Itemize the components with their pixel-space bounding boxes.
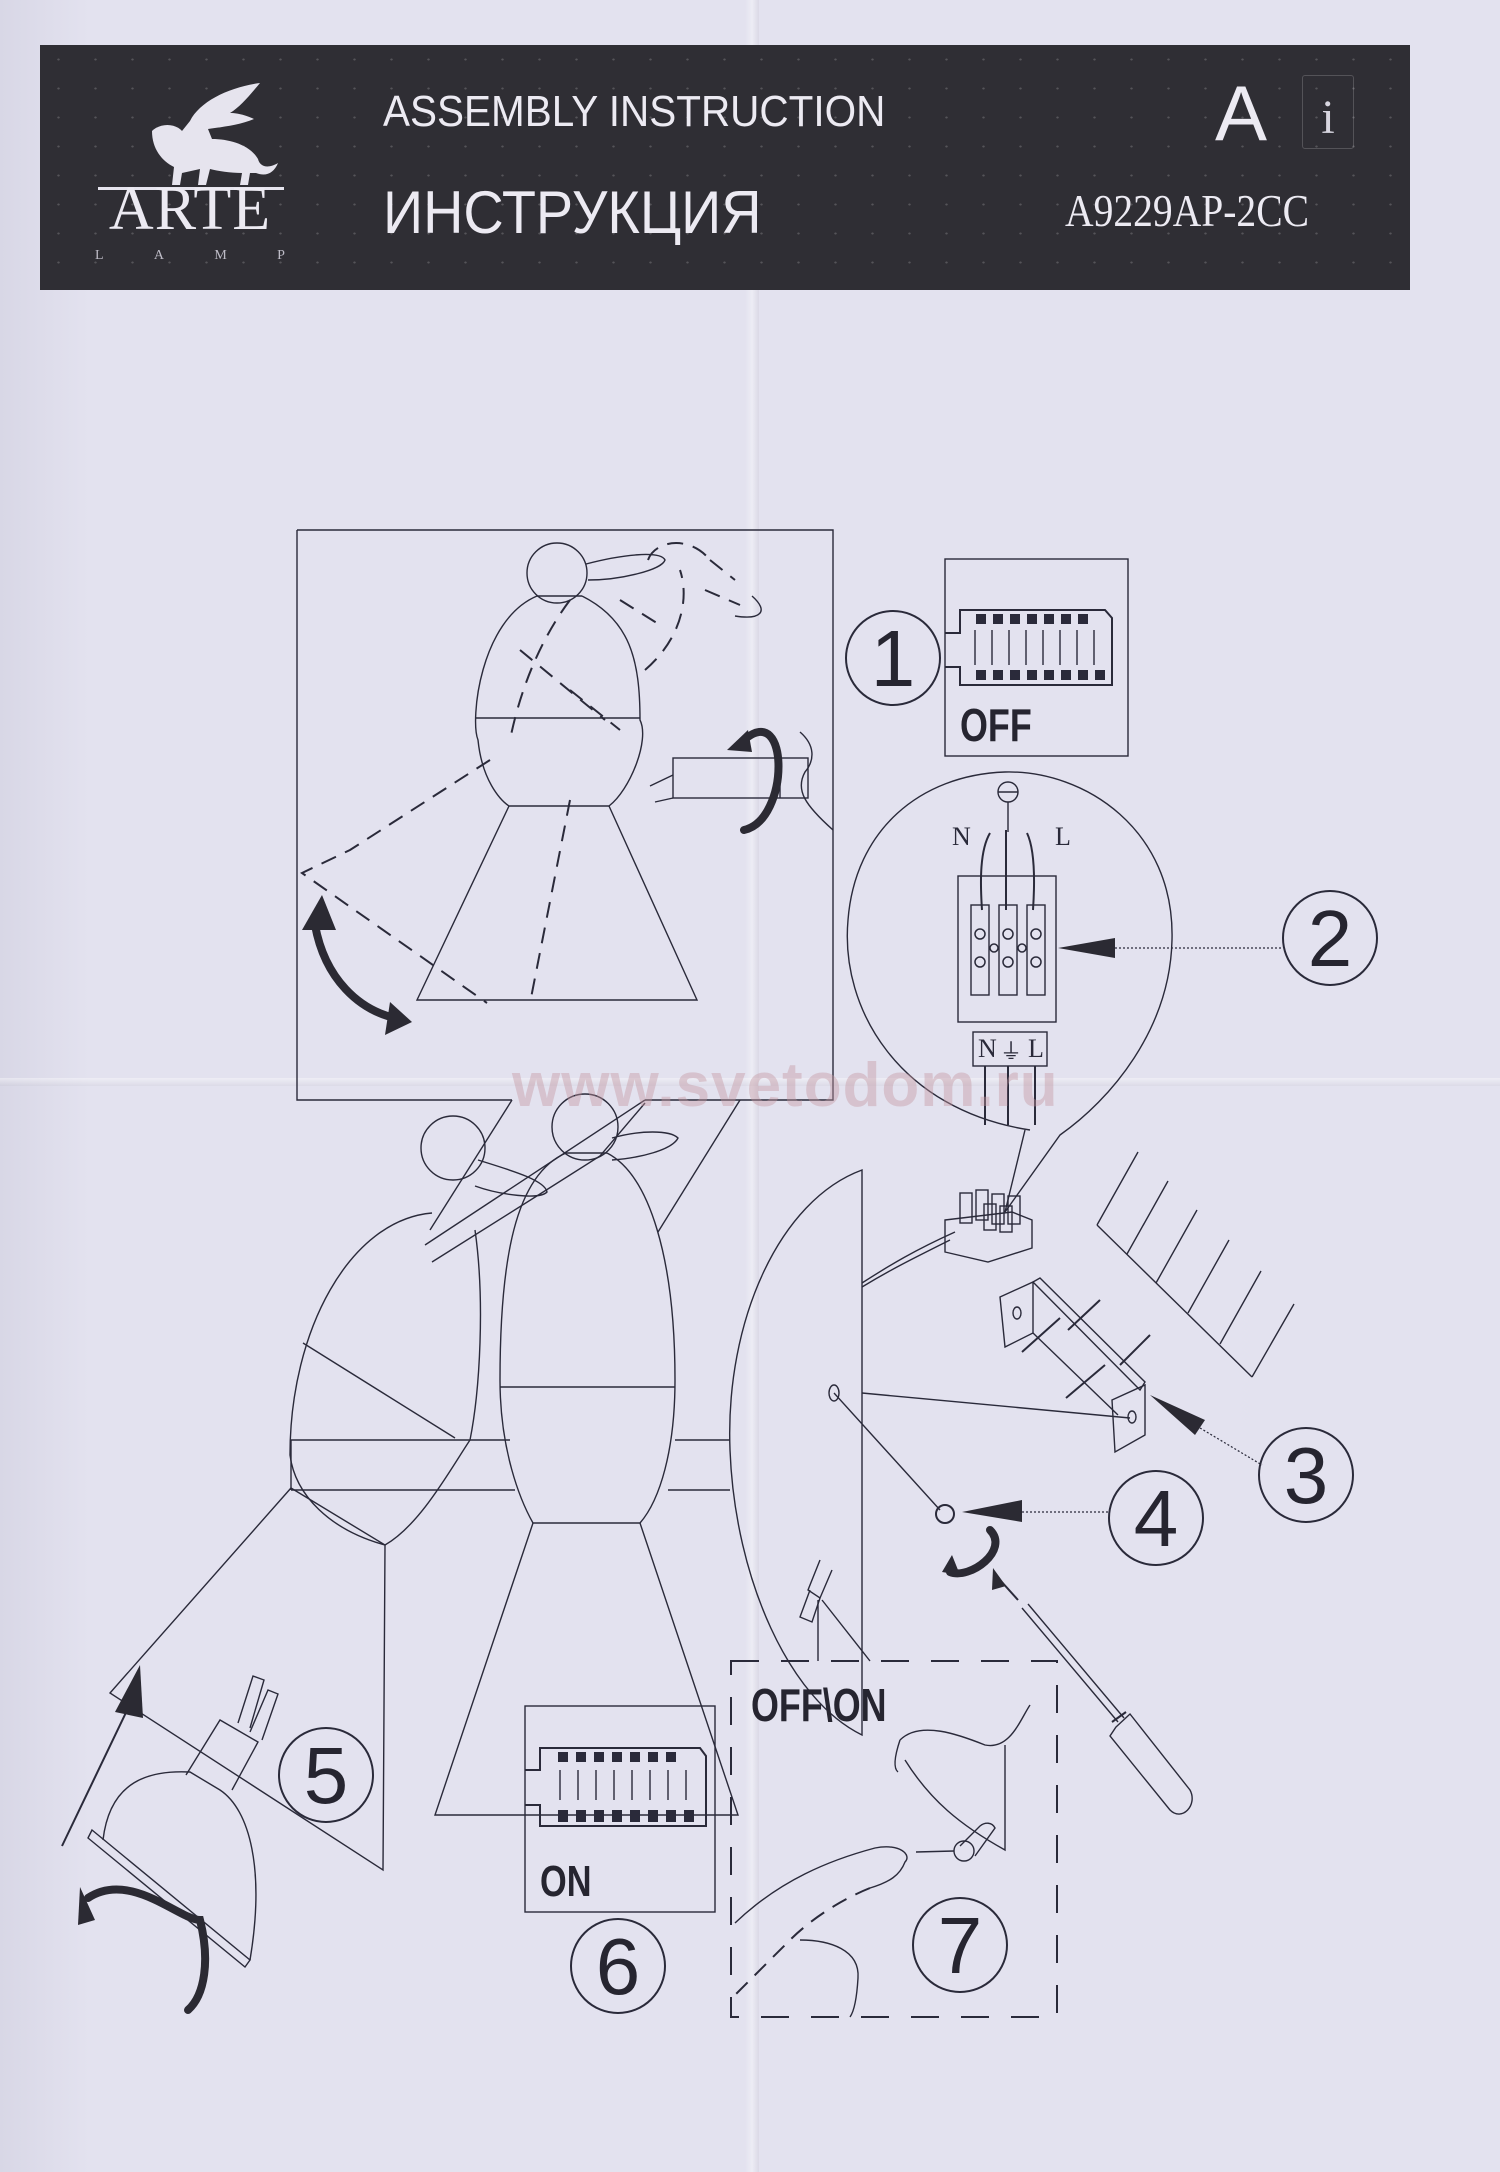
watermark: www.svetodom.ru xyxy=(512,1051,1059,1120)
brand-name: ARTE xyxy=(108,175,272,243)
winged-lion-logo-icon xyxy=(98,83,284,190)
paper-shadow xyxy=(0,0,90,2172)
step-6-badge: 6 xyxy=(570,1918,666,2014)
title-english: ASSEMBLY INSTRUCTION xyxy=(383,87,886,136)
brand-subtitle: L A M P xyxy=(95,248,285,264)
paper-fold-horizontal xyxy=(0,1078,1500,1086)
terminal-n-label: N xyxy=(978,1034,997,1063)
brand-sub-letter: P xyxy=(277,248,285,263)
neutral-wire-label: N xyxy=(952,822,971,851)
switch-detail-frame xyxy=(730,1660,1058,2018)
brand-sub-letter: A xyxy=(153,248,165,263)
terminal-connector xyxy=(944,1189,1033,1263)
wall-hatching xyxy=(1096,1151,1295,1378)
fixing-screw-and-screwdriver xyxy=(833,1392,1193,1815)
step-1-badge: 1 xyxy=(845,610,941,706)
step-5-badge: 5 xyxy=(278,1727,374,1823)
adjustment-detail-frame xyxy=(296,529,834,1246)
terminal-l-label: L xyxy=(1028,1034,1044,1063)
step-3-badge: 3 xyxy=(1258,1427,1354,1523)
terminal-block-on-illustration xyxy=(524,1705,716,1913)
info-icon: i xyxy=(1302,75,1354,149)
terminal-block-off-illustration xyxy=(944,558,1129,757)
step-4-badge: 4 xyxy=(1108,1470,1204,1566)
lamp-assembly xyxy=(108,1093,956,1872)
paper-fold-vertical xyxy=(745,0,759,2172)
terminal-earth-label: ⏚ xyxy=(1000,1039,1023,1064)
step-2-badge: 2 xyxy=(1282,890,1378,986)
off-on-label: OFF\ON xyxy=(751,1679,887,1731)
on-label: ON xyxy=(540,1857,592,1906)
badge-letter: A xyxy=(1215,69,1268,157)
off-label: OFF xyxy=(960,699,1032,751)
header-banner: ARTE L A M P ASSEMBLY INSTRUCTION ИНСТРУ… xyxy=(40,45,1410,290)
brand-sub-letter: M xyxy=(214,248,227,263)
bulb-illustration xyxy=(61,1665,279,2014)
step-7-badge: 7 xyxy=(912,1897,1008,1993)
title-russian: ИНСТРУКЦИЯ xyxy=(383,179,762,246)
model-number: A9229AP-2CC xyxy=(1065,185,1309,236)
live-wire-label: L xyxy=(1055,822,1071,851)
wiring-detail-magnifier xyxy=(846,771,1282,1213)
mounting-bracket xyxy=(861,1277,1263,1466)
brand-sub-letter: L xyxy=(95,248,104,263)
